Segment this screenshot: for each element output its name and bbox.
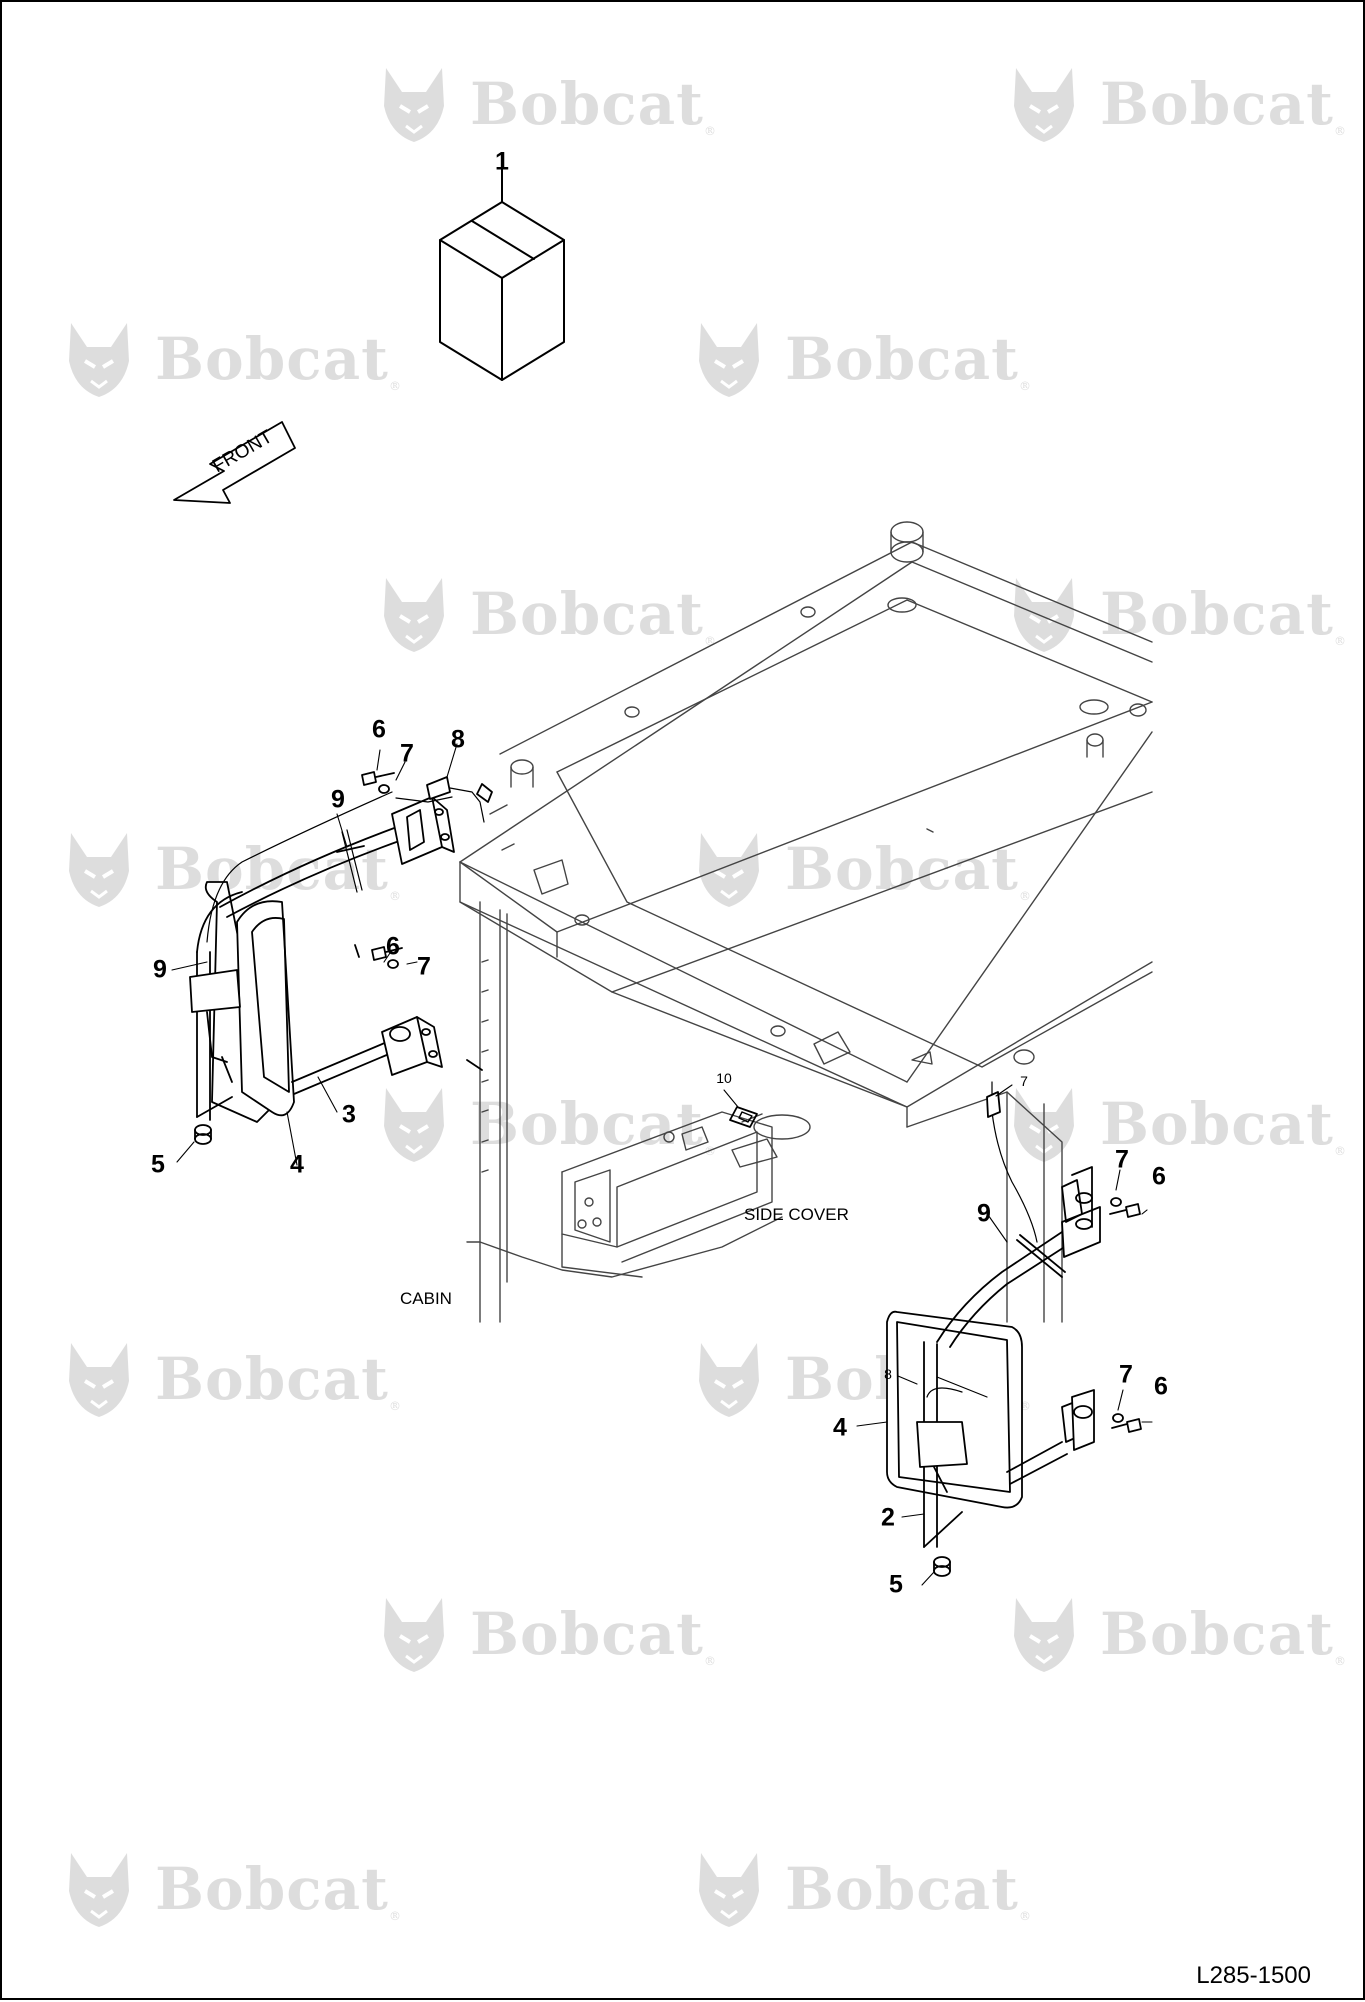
bobcat-logo-icon <box>384 68 444 142</box>
callout-6: 6 <box>1152 1162 1166 1191</box>
bobcat-logo-icon <box>384 1088 444 1162</box>
callout-5: 5 <box>151 1150 165 1179</box>
bobcat-logo-icon <box>1014 1598 1074 1672</box>
bobcat-logo-icon <box>1014 578 1074 652</box>
callout-6: 6 <box>372 715 386 744</box>
bobcat-wordmark: Bobcat® <box>470 1090 717 1158</box>
side-cover-label: SIDE COVER <box>744 1205 849 1224</box>
bobcat-logo-icon <box>1014 68 1074 142</box>
callout-7: 7 <box>400 739 414 768</box>
bobcat-wordmark: Bobcat® <box>1100 70 1347 138</box>
cabin-structure-icon <box>466 901 1063 1323</box>
cabin-roof-icon <box>459 521 1153 1128</box>
leader-lines <box>171 179 1153 1586</box>
bobcat-watermark: Bobcat® <box>1002 1592 1347 1676</box>
bobcat-wordmark: Bobcat® <box>785 835 1032 903</box>
callout-7: 7 <box>1119 1360 1133 1389</box>
bobcat-wordmark: Bobcat® <box>155 1855 402 1923</box>
bobcat-logo-icon <box>384 1598 444 1672</box>
callout-8: 8 <box>451 725 465 754</box>
callout-4: 4 <box>833 1413 847 1442</box>
bobcat-watermark: Bobcat® <box>57 317 402 401</box>
callout-9: 9 <box>331 785 345 814</box>
bobcat-logo-icon <box>69 833 129 907</box>
bobcat-wordmark: Bobcat® <box>470 1600 717 1668</box>
callout-9: 9 <box>153 955 167 984</box>
bobcat-logo-icon <box>699 1343 759 1417</box>
bobcat-logo-icon <box>69 323 129 397</box>
bobcat-logo-icon <box>699 323 759 397</box>
bobcat-watermark: Bobcat® <box>372 1592 717 1676</box>
bobcat-logo-icon <box>384 578 444 652</box>
callout-6: 6 <box>1154 1372 1168 1401</box>
bobcat-watermark: Bobcat® <box>687 1847 1032 1931</box>
bobcat-watermark: Bobcat® <box>687 317 1032 401</box>
mirror-left-icon <box>189 771 493 1145</box>
callout-1: 1 <box>495 147 509 176</box>
bobcat-logo-icon <box>699 833 759 907</box>
bobcat-wordmark: Bobcat® <box>155 325 402 393</box>
callout-6: 6 <box>386 932 400 961</box>
bobcat-wordmark: Bobcat® <box>470 580 717 648</box>
bobcat-wordmark: Bobcat® <box>1100 1600 1347 1668</box>
front-arrow-icon <box>173 421 296 504</box>
bobcat-logo-icon <box>69 1853 129 1927</box>
bobcat-watermark: Bobcat® <box>372 1082 717 1166</box>
bobcat-wordmark: Bobcat® <box>785 1855 1032 1923</box>
callout-9: 9 <box>977 1199 991 1228</box>
bobcat-wordmark: Bobcat® <box>470 70 717 138</box>
bobcat-watermark: Bobcat® <box>372 62 717 146</box>
callout-8: 8 <box>884 1366 892 1382</box>
callout-2: 2 <box>881 1503 895 1532</box>
drawing-number: L285-1500 <box>1196 1962 1311 1989</box>
bobcat-wordmark: Bobcat® <box>155 1345 402 1413</box>
bobcat-logo-icon <box>699 1853 759 1927</box>
mirror-right-icon <box>886 1081 1142 1577</box>
callout-10: 10 <box>716 1070 732 1086</box>
bobcat-watermark: Bobcat® <box>57 1847 402 1931</box>
bobcat-logo-icon <box>69 1343 129 1417</box>
callout-7: 7 <box>1115 1145 1129 1174</box>
bobcat-wordmark: Bobcat® <box>785 325 1032 393</box>
kit-box-icon <box>439 166 565 381</box>
bobcat-watermark: Bobcat® <box>687 827 1032 911</box>
callout-3: 3 <box>342 1100 356 1129</box>
bobcat-wordmark: Bobcat® <box>1100 1090 1347 1158</box>
callout-7: 7 <box>417 952 431 981</box>
callout-5: 5 <box>889 1570 903 1599</box>
callout-7: 7 <box>1020 1073 1028 1089</box>
bobcat-watermark: Bobcat® <box>1002 62 1347 146</box>
bobcat-watermark: Bobcat® <box>372 572 717 656</box>
callout-4: 4 <box>290 1150 304 1179</box>
bobcat-watermark: Bobcat® <box>57 1337 402 1421</box>
cabin-label: CABIN <box>400 1289 452 1308</box>
